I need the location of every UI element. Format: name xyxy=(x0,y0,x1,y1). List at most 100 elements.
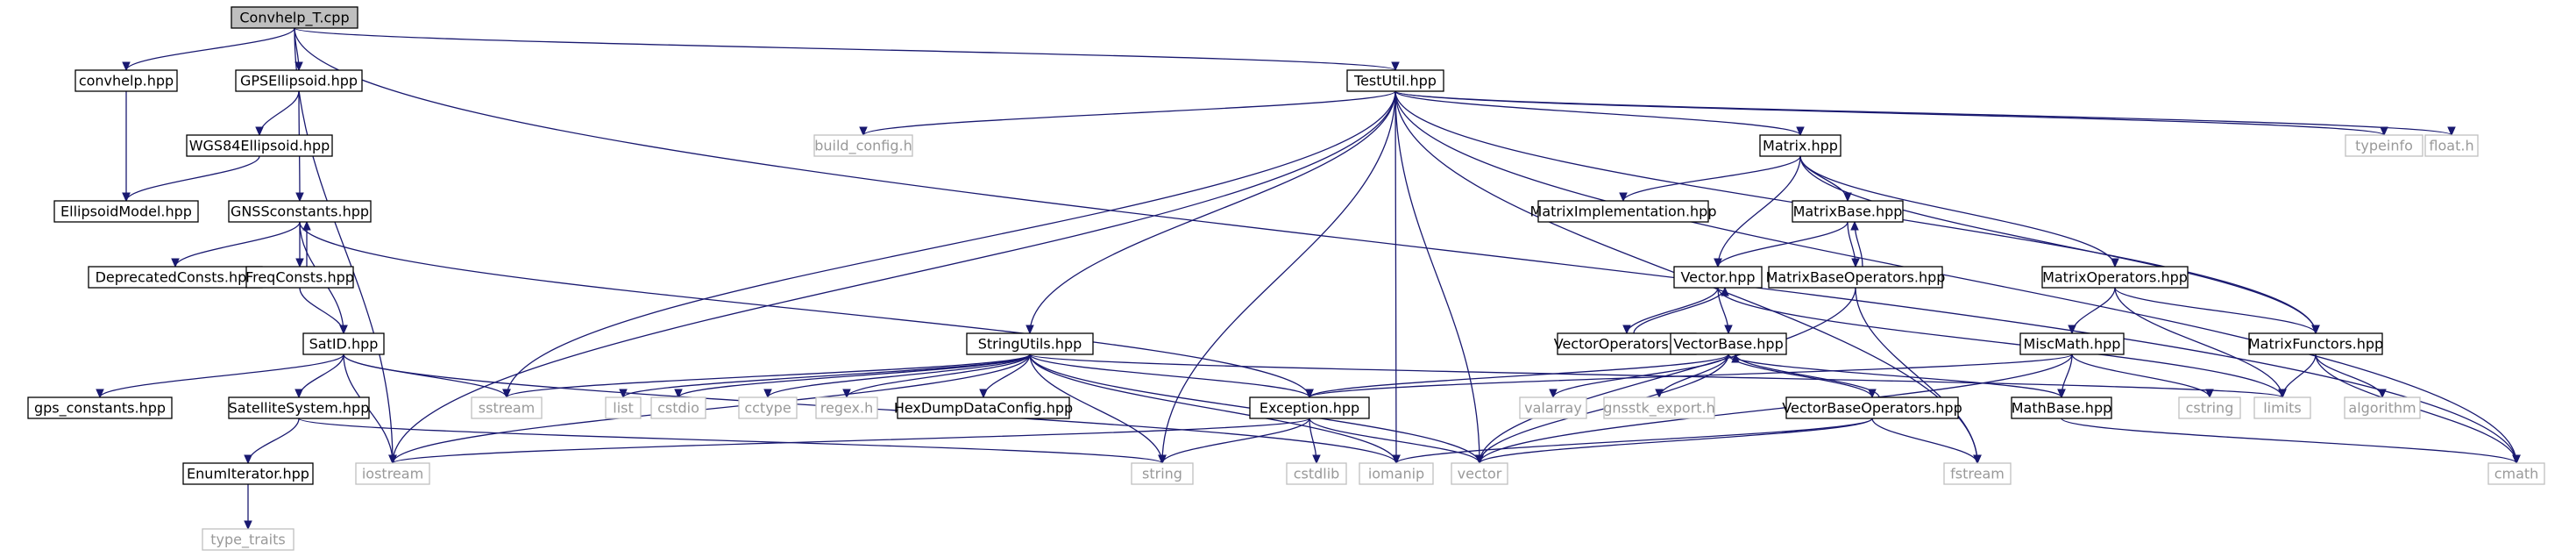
node-testutil[interactable]: TestUtil.hpp xyxy=(1346,69,1444,92)
node-vectorbase[interactable]: VectorBase.hpp xyxy=(1670,332,1787,355)
node-matrixops[interactable]: MatrixOperators.hpp xyxy=(2041,266,2189,289)
arrowhead-wgs84-to-ellmodel xyxy=(122,192,131,203)
edge-vectorbase-to-vectorbaseops xyxy=(1728,353,1873,398)
edge-root-to-cmath xyxy=(294,27,2517,464)
arrowhead-freqconsts-to-satid xyxy=(339,325,348,335)
node-typetraits: type_traits xyxy=(202,528,295,551)
edge-matrixbaseops-to-vectorstd xyxy=(1479,287,1856,464)
arrowhead-root-to-gpsell xyxy=(295,61,303,72)
node-label: cmath xyxy=(2494,466,2539,482)
node-label: valarray xyxy=(1524,400,1582,417)
node-matrix[interactable]: Matrix.hpp xyxy=(1759,134,1842,157)
node-box xyxy=(75,69,178,92)
node-matrixfunctors[interactable]: MatrixFunctors.hpp xyxy=(2248,332,2383,355)
node-box xyxy=(813,134,913,157)
arrowhead-exception-to-iostream xyxy=(388,454,397,465)
node-box xyxy=(1131,462,1194,485)
node-matrixbase[interactable]: MatrixBase.hpp xyxy=(1792,200,1904,223)
edge-matrixbaseops-to-fstream xyxy=(1855,287,1978,464)
node-miscmath[interactable]: MiscMath.hpp xyxy=(2019,332,2125,355)
edge-stringutils-to-sstream xyxy=(506,353,1031,398)
edge-testutil-to-vectorstd xyxy=(1394,90,1480,464)
node-gpsconstants[interactable]: gps_constants.hpp xyxy=(27,396,173,419)
node-box xyxy=(1519,396,1587,419)
node-box xyxy=(1785,396,1959,419)
node-label: SatelliteSystem.hpp xyxy=(229,400,370,417)
node-deprecated[interactable]: DeprecatedConsts.hpp xyxy=(88,266,263,289)
edge-root-to-iostream xyxy=(294,27,394,464)
edge-matrix-to-matrixbase xyxy=(1799,155,1849,202)
node-box xyxy=(1346,69,1444,92)
node-vectorstd: vector xyxy=(1451,462,1508,485)
node-label: algorithm xyxy=(2348,400,2416,417)
node-label: VectorOperators.hpp xyxy=(1554,336,1700,353)
edge-matrixops-to-limits xyxy=(2114,287,2283,398)
node-box xyxy=(2487,462,2545,485)
node-hexdump[interactable]: HexDumpDataConfig.hpp xyxy=(894,396,1073,419)
node-wgs84[interactable]: WGS84Ellipsoid.hpp xyxy=(186,134,333,157)
arrowhead-stringutils-to-hexdump xyxy=(979,389,988,399)
node-valarray: valarray xyxy=(1519,396,1587,419)
node-box xyxy=(605,396,642,419)
node-label: TestUtil.hpp xyxy=(1353,73,1437,89)
node-typeinfo: typeinfo xyxy=(2345,134,2423,157)
node-label: cstring xyxy=(2186,400,2234,417)
node-box xyxy=(355,462,430,485)
arrowhead-satid-to-satsys xyxy=(295,389,303,399)
node-convhelp[interactable]: convhelp.hpp xyxy=(75,69,178,92)
node-label: MatrixBase.hpp xyxy=(1793,204,1903,220)
edge-stringutils-to-regex xyxy=(846,353,1031,398)
arrowhead-matrix-to-matriximpl xyxy=(1619,192,1628,203)
node-gpsell[interactable]: GPSEllipsoid.hpp xyxy=(235,69,363,92)
edge-stringutils-to-exception xyxy=(1029,353,1310,398)
node-ellmodel[interactable]: EllipsoidModel.hpp xyxy=(53,200,199,223)
node-box xyxy=(228,200,372,223)
node-exception[interactable]: Exception.hpp xyxy=(1249,396,1370,419)
node-box xyxy=(228,396,370,419)
arrowhead-vector-to-vectorbase xyxy=(1724,325,1733,335)
node-cmath: cmath xyxy=(2487,462,2545,485)
node-fstream: fstream xyxy=(1943,462,2012,485)
node-label: cstdio xyxy=(657,400,699,417)
node-stringutils[interactable]: StringUtils.hpp xyxy=(966,332,1094,355)
edge-gnssconst-to-exception xyxy=(299,221,1310,398)
node-satsys[interactable]: SatelliteSystem.hpp xyxy=(228,396,370,419)
arrowhead-miscmath-to-mathbase xyxy=(2057,389,2066,399)
arrowhead-miscmath-to-cstring xyxy=(2205,389,2214,399)
node-box xyxy=(2344,396,2421,419)
node-satid[interactable]: SatID.hpp xyxy=(302,332,385,355)
node-root[interactable]: Convhelp_T.cpp xyxy=(231,6,358,29)
edge-miscmath-to-vectorstd xyxy=(1479,353,2073,464)
node-enumiter[interactable]: EnumIterator.hpp xyxy=(182,462,314,485)
arrowhead-freqconsts-to-gnssconst xyxy=(302,220,311,231)
edge-vectorops-to-vector xyxy=(1633,287,1726,334)
edge-layer xyxy=(96,27,2521,531)
node-gnssconst[interactable]: GNSSconstants.hpp xyxy=(228,200,372,223)
arrowhead-stringutils-to-cstdio xyxy=(674,389,683,399)
arrowhead-matrixbase-to-matrixbaseops xyxy=(1851,258,1860,268)
edge-satsys-to-string xyxy=(298,418,1163,464)
node-vectorbaseops[interactable]: VectorBaseOperators.hpp xyxy=(1782,396,1962,419)
node-label: vector xyxy=(1458,466,1502,482)
edge-matrix-to-matrixops xyxy=(1799,155,2116,268)
edge-vector-to-vectorops xyxy=(1626,287,1719,334)
edge-miscmath-to-exception xyxy=(1309,353,2073,398)
node-vector[interactable]: Vector.hpp xyxy=(1673,266,1763,289)
edge-exception-to-string xyxy=(1161,418,1310,464)
edge-stringutils-to-cctype xyxy=(767,353,1031,398)
edge-exception-to-vectorstd xyxy=(1309,418,1480,464)
node-box xyxy=(88,266,263,289)
arrowhead-mathbase-to-cmath xyxy=(2512,454,2521,465)
arrowhead-testutil-to-floath xyxy=(2447,126,2456,137)
node-label: MatrixOperators.hpp xyxy=(2042,269,2188,286)
node-mathbase[interactable]: MathBase.hpp xyxy=(2011,396,2112,419)
arrowhead-matrixfunctors-to-algorithm xyxy=(2378,389,2387,399)
node-label: cstdlib xyxy=(1294,466,1340,482)
node-sstream: sstream xyxy=(471,396,543,419)
edge-wgs84-to-ellmodel xyxy=(125,155,260,202)
node-matrixbaseops[interactable]: MatrixBaseOperators.hpp xyxy=(1766,266,1946,289)
arrowhead-stringutils-to-list xyxy=(619,389,628,399)
node-label: gnsstk_export.h xyxy=(1603,400,1715,418)
node-matriximpl[interactable]: MatrixImplementation.hpp xyxy=(1530,200,1717,223)
node-freqconsts[interactable]: FreqConsts.hpp xyxy=(245,266,354,289)
